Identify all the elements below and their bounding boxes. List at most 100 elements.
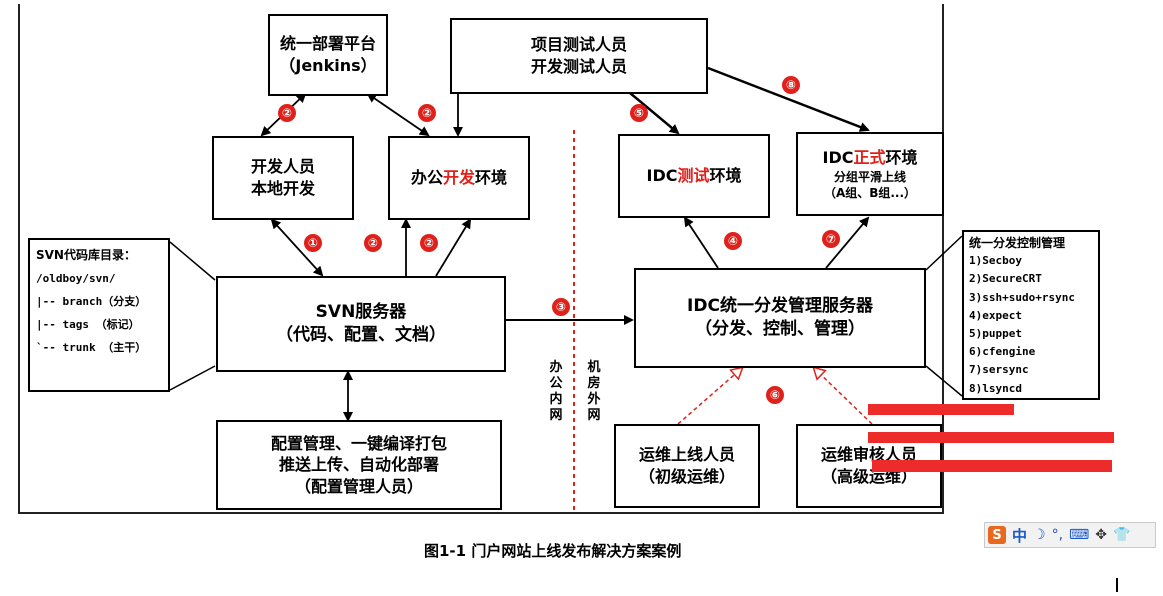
step-marker-7: ⑦	[822, 230, 840, 248]
dist-tool-item: 3)ssh+sudo+rsync	[969, 290, 1075, 304]
jenkins-deploy-platform-box: 统一部署平台 （Jenkins）	[268, 14, 388, 96]
idc-prod-env-label: IDC正式环境	[822, 147, 917, 169]
idc-prod-env-post: 环境	[885, 148, 918, 168]
connector-testers-idctest	[629, 92, 680, 135]
sogou-logo-icon[interactable]: S	[988, 526, 1006, 544]
step-marker-2: ②	[278, 104, 296, 122]
idc-test-env-label: IDC测试环境	[646, 165, 741, 187]
redaction-mark	[872, 460, 1112, 472]
ops-senior-line1: 运维审核人员	[820, 445, 917, 465]
dev-local-box: 开发人员 本地开发	[212, 136, 354, 220]
svn-dir-row: |-- branch（分支）	[36, 295, 147, 308]
dist-tool-item: 4)expect	[969, 308, 1022, 322]
dist-tools-list: 统一分发控制管理 1)Secboy 2)SecureCRT 3)ssh+sudo…	[962, 230, 1100, 400]
svn-dir-row: /oldboy/svn/	[36, 272, 116, 285]
idc-test-env-post: 环境	[709, 166, 742, 186]
idc-dist-server-line1: IDC统一分发管理服务器	[687, 296, 873, 317]
dist-tool-item: 6)cfengine	[969, 345, 1036, 359]
ops-junior-line1: 运维上线人员	[638, 445, 735, 465]
connector-tools-top	[925, 235, 963, 271]
redaction-mark	[868, 404, 1014, 415]
step-marker-4: ④	[724, 232, 742, 250]
dist-tool-item: 1)Secboy	[969, 254, 1022, 268]
testers-box: 项目测试人员 开发测试人员	[450, 18, 708, 94]
punctuation-icon[interactable]: °,	[1051, 527, 1064, 543]
config-mgmt-line3: （配置管理人员）	[294, 476, 423, 496]
svn-directory-list: SVN代码库目录： /oldboy/svn/ |-- branch（分支） |-…	[28, 238, 170, 392]
dist-tool-item: 5)puppet	[969, 327, 1022, 341]
connector-jenkins-office	[366, 92, 430, 137]
idc-dist-server-line2: （分发、控制、管理）	[695, 319, 865, 339]
moon-icon[interactable]: ☽	[1033, 527, 1046, 543]
frame-bottom-border	[18, 512, 944, 514]
connector-opssenior-idcserver	[814, 368, 873, 425]
config-mgmt-box: 配置管理、一键编译打包 推送上传、自动化部署 （配置管理人员）	[216, 420, 502, 510]
idc-prod-env-line2: 分组平滑上线	[833, 169, 906, 184]
jenkins-box-line2: （Jenkins）	[279, 56, 377, 75]
step-marker-5: ⑤	[630, 104, 648, 122]
svn-server-line1: SVN服务器	[315, 302, 407, 323]
idc-prod-env-highlight: 正式	[853, 148, 886, 168]
ops-junior-line2: （初级运维）	[638, 467, 735, 486]
idc-prod-env-box: IDC正式环境 分组平滑上线 （A组、B组...）	[796, 132, 944, 216]
idc-test-env-highlight: 测试	[677, 166, 710, 186]
ime-lang-toggle[interactable]: 中	[1012, 526, 1028, 545]
skin-shirt-icon[interactable]: 👕	[1112, 527, 1131, 543]
connector-devlocal-svn	[270, 218, 324, 277]
svn-server-line2: （代码、配置、文档）	[276, 325, 446, 345]
connector-testers-idcprod	[707, 66, 870, 132]
office-dev-env-pre: 办公	[410, 168, 443, 188]
connector-svndir-bottom	[169, 365, 216, 391]
step-marker-3: ③	[552, 298, 570, 316]
office-intranet-label: 办公内网	[549, 360, 563, 423]
ops-junior-box: 运维上线人员 （初级运维）	[614, 424, 760, 508]
move-cursor-icon[interactable]: ✥	[1095, 527, 1107, 543]
svn-dir-title: SVN代码库目录：	[36, 248, 136, 262]
step-marker-1: ①	[304, 234, 322, 252]
dev-local-box-line2: 本地开发	[250, 179, 315, 198]
dev-local-box-line1: 开发人员	[250, 157, 315, 177]
idc-test-env-box: IDC测试环境	[618, 134, 770, 218]
config-mgmt-line2: 推送上传、自动化部署	[278, 455, 439, 475]
figure-caption: 图1-1 门户网站上线发布解决方案案例	[424, 542, 682, 560]
idc-test-env-pre: IDC	[646, 166, 678, 186]
jenkins-box-line1: 统一部署平台	[279, 34, 376, 54]
dist-tool-item: 2)SecureCRT	[969, 272, 1042, 286]
text-cursor-icon	[1116, 578, 1118, 592]
frame-right-border	[942, 4, 944, 514]
testers-box-line1: 项目测试人员	[530, 35, 627, 55]
testers-box-line2: 开发测试人员	[530, 57, 627, 76]
keyboard-icon[interactable]: ⌨	[1069, 527, 1090, 543]
config-mgmt-line1: 配置管理、一键编译打包	[270, 433, 447, 453]
svn-dir-row: |-- tags （标记）	[36, 318, 140, 331]
dist-tool-item: 8)lsyncd	[969, 381, 1022, 395]
redaction-mark	[868, 432, 1114, 443]
connector-svndir-top	[169, 241, 216, 281]
svn-server-box: SVN服务器 （代码、配置、文档）	[216, 276, 506, 372]
idc-prod-env-line3: （A组、B组...）	[823, 185, 917, 200]
office-dev-env-box: 办公开发环境	[388, 136, 530, 220]
datacenter-extranet-label: 机房外网	[587, 360, 601, 423]
office-dev-env-post: 环境	[475, 168, 508, 188]
connector-idcserver-idctest	[683, 216, 719, 269]
svn-dir-row: `-- trunk （主干）	[36, 341, 147, 354]
idc-dist-server-box: IDC统一分发管理服务器 （分发、控制、管理）	[634, 268, 926, 368]
connector-opsjunior-idcserver	[677, 368, 742, 425]
frame-left-border	[18, 4, 20, 514]
step-marker-8: ⑧	[782, 76, 800, 94]
step-marker-2: ②	[418, 104, 436, 122]
dist-tool-item: 7)sersync	[969, 363, 1029, 377]
dist-tools-title: 统一分发控制管理	[969, 236, 1066, 250]
idc-prod-env-pre: IDC	[822, 148, 854, 168]
office-dev-env-label: 办公开发环境	[411, 167, 507, 189]
connector-idcserver-idcprod	[825, 216, 870, 269]
step-marker-2: ②	[420, 234, 438, 252]
connector-tools-bottom	[925, 365, 963, 397]
connector-testers-office	[450, 92, 463, 137]
connector-svn-office-b	[435, 218, 472, 277]
step-marker-2: ②	[364, 234, 382, 252]
ime-toolbar[interactable]: S 中 ☽ °, ⌨ ✥ 👕	[984, 522, 1156, 548]
step-marker-6: ⑥	[766, 386, 784, 404]
